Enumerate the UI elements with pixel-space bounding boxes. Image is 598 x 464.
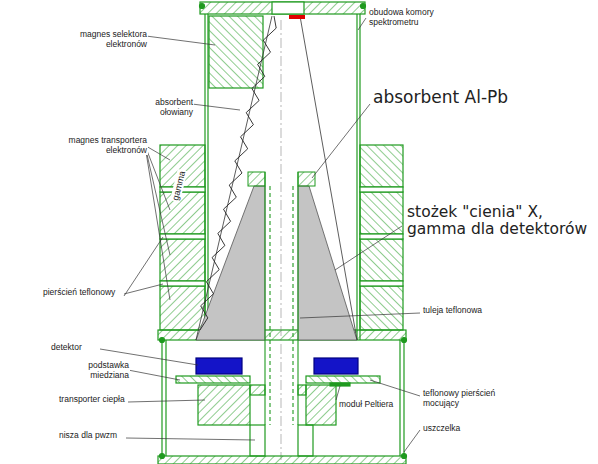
drawing-part bbox=[360, 239, 403, 281]
drawing-part bbox=[269, 186, 270, 425]
part-label: magnes transportera elektronów bbox=[46, 136, 148, 155]
drawing-part bbox=[356, 14, 357, 340]
drawing-part bbox=[360, 145, 403, 187]
drawing-part bbox=[361, 4, 366, 9]
drawing-part bbox=[360, 192, 403, 234]
drawing-part bbox=[298, 385, 306, 395]
drawing-part bbox=[160, 192, 205, 234]
drawing-part bbox=[146, 36, 215, 45]
drawing-part bbox=[146, 152, 170, 300]
drawing-part bbox=[198, 385, 250, 425]
part-label: transporter ciepła bbox=[58, 395, 126, 405]
part-label: moduł Peltiera bbox=[338, 400, 394, 410]
drawing-part bbox=[298, 172, 315, 186]
drawing-part bbox=[196, 16, 272, 340]
part-label: pierścień teflonowy bbox=[42, 288, 116, 298]
part-label: teflonowy pierścień mocujący bbox=[422, 389, 534, 408]
drawing-part bbox=[281, 20, 282, 460]
part-label: absorbent Al-Pb bbox=[372, 88, 509, 107]
drawing-part bbox=[312, 104, 370, 178]
drawing-part bbox=[124, 284, 163, 294]
drawing-part bbox=[360, 286, 403, 330]
drawing-part bbox=[126, 438, 255, 440]
drawing-part bbox=[158, 330, 406, 340]
drawing-part bbox=[209, 16, 263, 88]
drawing-part bbox=[402, 338, 407, 343]
part-label: detektor bbox=[50, 343, 83, 353]
drawing-part bbox=[146, 148, 170, 210]
drawing-part bbox=[335, 226, 402, 270]
drawing-part bbox=[160, 454, 165, 459]
part-label: magnes selektora elektronów bbox=[62, 30, 148, 49]
source bbox=[289, 15, 305, 19]
drawing-part bbox=[370, 380, 420, 396]
drawing-part bbox=[248, 172, 265, 186]
drawing-part bbox=[360, 234, 403, 239]
drawing-part bbox=[403, 340, 404, 456]
drawing-part bbox=[306, 385, 336, 425]
part-label: absorbent ołowiany bbox=[122, 98, 194, 117]
drawing-part bbox=[128, 400, 205, 402]
drawing-part bbox=[360, 281, 403, 286]
drawing-part bbox=[200, 2, 365, 14]
drawing-part bbox=[330, 383, 350, 386]
drawing-part bbox=[300, 313, 420, 318]
drawing-part bbox=[314, 358, 358, 374]
part-label: podstawka miedziana bbox=[58, 361, 130, 380]
drawing-part bbox=[128, 370, 180, 380]
drawing-part bbox=[176, 376, 250, 383]
drawing-part bbox=[300, 16, 357, 340]
part-label: nisza dla pwzm bbox=[58, 431, 118, 441]
part-label: tuleja teflonowa bbox=[422, 306, 483, 316]
central-tube bbox=[265, 20, 298, 460]
drawing-part bbox=[146, 150, 170, 255]
drawing-part bbox=[160, 239, 205, 281]
drawing-part bbox=[124, 237, 163, 296]
gamma-ray bbox=[200, 16, 276, 330]
drawing-part bbox=[336, 386, 340, 400]
drawing-part bbox=[298, 425, 313, 456]
part-label: obudowa komory spektrometru bbox=[368, 8, 470, 27]
drawing-part bbox=[200, 4, 205, 9]
drawing-part bbox=[402, 454, 407, 459]
part-label: stożek "cienia" X, gamma dla detektorów bbox=[406, 204, 594, 239]
drawing-part bbox=[158, 456, 406, 464]
drawing-part bbox=[358, 18, 366, 30]
housing bbox=[158, 2, 406, 340]
drawing-part bbox=[192, 104, 240, 110]
drawing-part bbox=[196, 186, 265, 340]
drawing-part bbox=[292, 186, 293, 425]
drawing-part bbox=[306, 376, 380, 383]
drawing-part bbox=[250, 385, 265, 395]
drawing-part bbox=[160, 234, 205, 239]
drawing-part bbox=[360, 187, 403, 192]
drawing-part bbox=[250, 425, 265, 456]
drawing-part bbox=[160, 286, 205, 330]
drawing-part bbox=[272, 2, 304, 14]
part-label: uszczelka bbox=[422, 424, 461, 434]
drawing-part bbox=[160, 338, 165, 343]
shadow-cone bbox=[196, 15, 357, 340]
detector-chamber bbox=[158, 4, 407, 464]
leader-lines bbox=[100, 18, 420, 452]
drawing-part bbox=[399, 340, 400, 456]
drawing-part bbox=[196, 358, 242, 374]
drawing-part bbox=[404, 430, 420, 452]
